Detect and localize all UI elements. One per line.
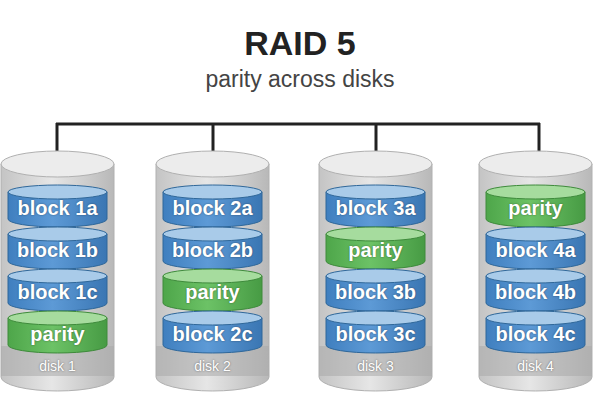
block-label: block 4b [485,281,586,304]
disk-cylinder: disk 2 block 2a block 2b parity block 2c [155,150,270,392]
diagram-title: RAID 5 [0,24,600,63]
disk-label: disk 1 [0,358,115,374]
block-label: block 2a [162,197,263,220]
block-label: block 4a [485,239,586,262]
parity-block: parity [325,226,426,270]
data-block: block 1b [7,226,108,270]
data-block: block 2a [162,184,263,228]
block-label: block 1b [7,239,108,262]
data-block: block 1c [7,268,108,312]
parity-block: parity [485,184,586,228]
disk-label: disk 4 [478,358,593,374]
data-block: block 4a [485,226,586,270]
data-block: block 3b [325,268,426,312]
subtitle: parity across disks [0,66,600,93]
data-block: block 2b [162,226,263,270]
disk-cylinder: disk 3 block 3a parity block 3b block 3c [318,150,433,392]
data-block: block 4c [485,310,586,354]
data-block: block 4b [485,268,586,312]
disk-cylinder: disk 4 parity block 4a block 4b block 4c [478,150,593,392]
block-label: block 2c [162,323,263,346]
data-block: block 3c [325,310,426,354]
block-label: block 2b [162,239,263,262]
data-block: block 3a [325,184,426,228]
disk-label: disk 2 [155,358,270,374]
block-label: block 1c [7,281,108,304]
data-block: block 1a [7,184,108,228]
parity-block: parity [7,310,108,354]
parity-block: parity [162,268,263,312]
disk-cylinder: disk 1 block 1a block 1b block 1c parity [0,150,115,392]
block-label: parity [162,281,263,304]
block-label: block 3c [325,323,426,346]
block-label: block 4c [485,323,586,346]
disk-label: disk 3 [318,358,433,374]
block-label: block 3b [325,281,426,304]
block-label: parity [325,239,426,262]
block-label: parity [485,197,586,220]
block-label: parity [7,323,108,346]
block-label: block 3a [325,197,426,220]
data-block: block 2c [162,310,263,354]
block-label: block 1a [7,197,108,220]
